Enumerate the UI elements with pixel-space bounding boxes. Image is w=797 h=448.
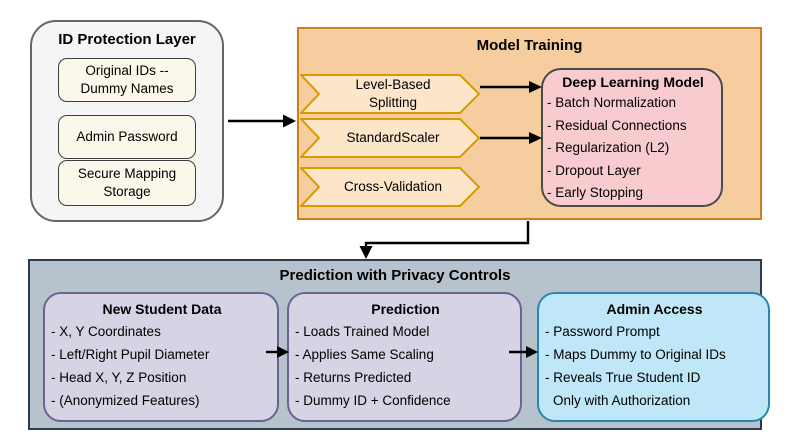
- nsd-item-anonymized-features: - (Anonymized Features): [51, 393, 200, 408]
- chevron-shape-icon: [300, 167, 480, 207]
- prediction-privacy-title: Prediction with Privacy Controls: [279, 267, 511, 284]
- prediction-card: Prediction - Loads Trained Model - Appli…: [287, 292, 522, 422]
- step-level-based-splitting: Level-Based Splitting: [300, 74, 480, 114]
- admin-item-maps-dummy: - Maps Dummy to Original IDs: [545, 347, 726, 362]
- dl-item-regularization: - Regularization (L2): [547, 140, 670, 155]
- nsd-item-pupil-diameter: - Left/Right Pupil Diameter: [51, 347, 210, 362]
- step-label: Level-Based Splitting: [355, 77, 431, 110]
- admin-item-reveals-id: - Reveals True Student ID: [545, 370, 701, 385]
- dl-item-early-stopping: - Early Stopping: [547, 185, 644, 200]
- chevron-shape-icon: [300, 74, 480, 114]
- prediction-title: Prediction: [371, 301, 440, 317]
- new-student-data-title: New Student Data: [102, 301, 222, 317]
- arrow-training-to-privacy: [359, 221, 530, 259]
- dl-item-residual-connections: - Residual Connections: [547, 117, 687, 133]
- arrow-idbox-to-training: [228, 114, 296, 128]
- step-label: StandardScaler: [346, 130, 440, 145]
- nsd-item-xy-coordinates: - X, Y Coordinates: [51, 324, 161, 339]
- dl-item-batch-normalization: - Batch Normalization: [547, 95, 677, 110]
- step-cross-validation: Cross-Validation: [300, 167, 480, 207]
- id-protection-item-admin-password: Admin Password: [58, 115, 196, 159]
- step-standard-scaler: StandardScaler: [300, 118, 480, 158]
- id-protection-layer-box: ID Protection Layer Original IDs -- Dumm…: [30, 20, 224, 222]
- admin-access-title: Admin Access: [606, 301, 703, 317]
- admin-item-password-prompt: - Password Prompt: [545, 324, 660, 339]
- id-protection-item-secure-mapping: Secure Mapping Storage: [58, 160, 196, 206]
- pred-item-dummy-id-confidence: - Dummy ID + Confidence: [295, 393, 451, 408]
- prediction-privacy-section: Prediction with Privacy Controls New Stu…: [28, 259, 770, 430]
- nsd-item-head-position: - Head X, Y, Z Position: [51, 370, 187, 385]
- pred-item-returns-predicted: - Returns Predicted: [295, 370, 412, 385]
- admin-item-authorization: Only with Authorization: [553, 393, 691, 408]
- pred-item-loads-model: - Loads Trained Model: [295, 324, 430, 339]
- chevron-shape-icon: [300, 118, 480, 158]
- id-protection-item-original-ids: Original IDs -- Dummy Names: [58, 58, 196, 102]
- id-protection-layer-title: ID Protection Layer: [58, 31, 196, 48]
- step-label: Cross-Validation: [343, 179, 443, 194]
- new-student-data-card: New Student Data - X, Y Coordinates - Le…: [43, 292, 279, 422]
- admin-access-card: Admin Access - Password Prompt - Maps Du…: [537, 292, 770, 422]
- deep-learning-model-card: Deep Learning Model - Batch Normalizatio…: [541, 68, 723, 207]
- model-training-title: Model Training: [476, 37, 583, 54]
- dl-item-dropout-layer: - Dropout Layer: [547, 162, 641, 178]
- pred-item-applies-scaling: - Applies Same Scaling: [295, 347, 434, 362]
- deep-learning-model-title: Deep Learning Model: [562, 74, 704, 90]
